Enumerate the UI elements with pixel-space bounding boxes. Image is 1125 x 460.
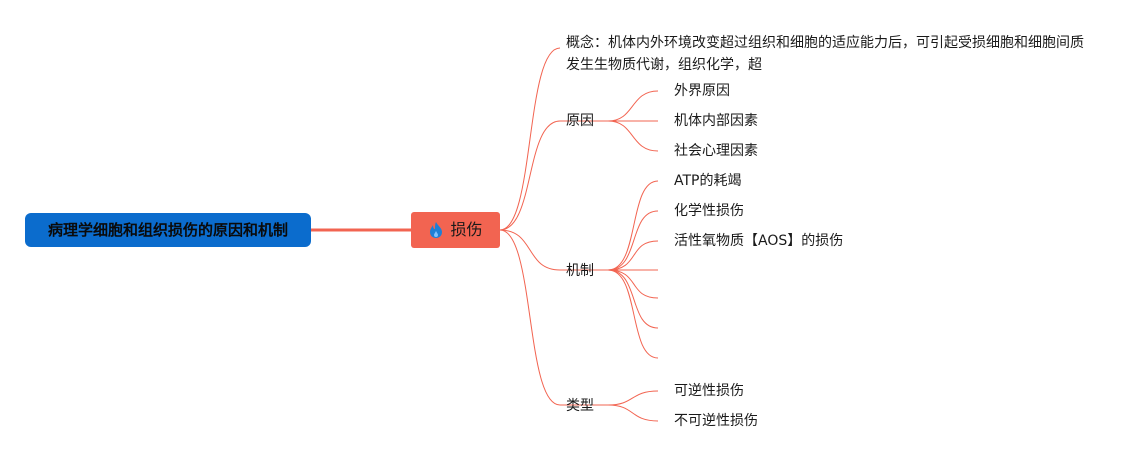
cause-item-1[interactable]: 外界原因 bbox=[674, 83, 730, 99]
root-node[interactable]: 病理学细胞和组织损伤的原因和机制 bbox=[25, 213, 311, 247]
mechanism-link-3 bbox=[607, 240, 659, 271]
center-node[interactable]: 损伤 bbox=[411, 212, 500, 248]
cause-item-2[interactable]: 机体内部因素 bbox=[674, 113, 758, 129]
branch-cause[interactable]: 原因 bbox=[566, 113, 594, 129]
center-to-type-link bbox=[499, 229, 561, 406]
center-label: 损伤 bbox=[450, 220, 483, 239]
mechanism-link-7 bbox=[607, 269, 659, 359]
concept-text[interactable]: 概念：机体内外环境改变超过组织和细胞的适应能力后，可引起受损细胞和细胞间质发生生… bbox=[566, 35, 1084, 73]
flame-icon bbox=[430, 222, 443, 238]
center-to-concept-link bbox=[499, 47, 561, 231]
type-link-2 bbox=[607, 404, 659, 422]
center-to-cause-link bbox=[499, 120, 561, 231]
branch-type[interactable]: 类型 bbox=[566, 398, 594, 414]
root-label: 病理学细胞和组织损伤的原因和机制 bbox=[47, 221, 288, 239]
cause-link-3 bbox=[607, 120, 659, 152]
mechanism-link-1 bbox=[607, 180, 659, 271]
branch-mechanism[interactable]: 机制 bbox=[566, 263, 594, 279]
center-to-mechanism-link bbox=[499, 229, 561, 271]
mechanism-item-1[interactable]: ATP的耗竭 bbox=[674, 173, 742, 189]
type-item-1[interactable]: 可逆性损伤 bbox=[674, 383, 744, 399]
type-item-2[interactable]: 不可逆性损伤 bbox=[674, 413, 758, 429]
mechanism-item-2[interactable]: 化学性损伤 bbox=[674, 203, 744, 219]
mechanism-link-5 bbox=[607, 269, 659, 299]
cause-link-1 bbox=[607, 90, 659, 122]
mechanism-link-2 bbox=[607, 210, 659, 271]
mechanism-item-3[interactable]: 活性氧物质【AOS】的损伤 bbox=[674, 233, 844, 249]
mechanism-link-6 bbox=[607, 269, 659, 329]
type-link-1 bbox=[607, 390, 659, 406]
cause-item-3[interactable]: 社会心理因素 bbox=[674, 143, 758, 159]
